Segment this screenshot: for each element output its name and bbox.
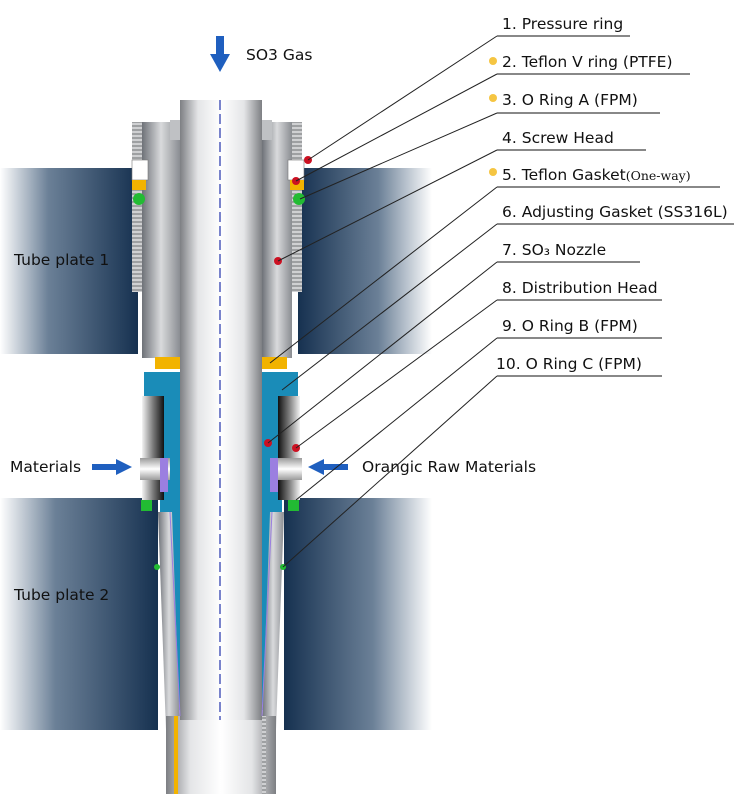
o-ring-c-right: [288, 500, 299, 511]
tube-plate-1-label: Tube plate 1: [13, 251, 109, 269]
screw-head-left: [142, 122, 180, 358]
marker-10-left: [154, 564, 160, 570]
tube-plate-2-left: [0, 498, 158, 730]
screw-head-right: [262, 122, 292, 358]
nozzle-sleeve-right: [262, 512, 284, 730]
legend-item-9: 9. O Ring B (FPM): [502, 317, 638, 335]
bottom-thread-left: [174, 716, 178, 794]
taper-line-right: [261, 511, 273, 717]
teflon-gasket-right: [262, 357, 287, 369]
tube-plate-2-label: Tube plate 2: [13, 586, 109, 604]
o-ring-a-left: [133, 193, 145, 205]
inlet-right-label: Orangic Raw Materials: [362, 458, 536, 476]
thread-left: [132, 122, 142, 292]
nozzle-sleeve-left: [158, 512, 180, 730]
nozzle-entry-left: [170, 120, 180, 140]
legend-item-2: 2. Teflon V ring (PTFE): [502, 53, 673, 71]
inlet-left-label: Materials: [10, 458, 81, 476]
inlet-port-right: [272, 458, 302, 480]
teflon-v-ring-left: [132, 180, 146, 190]
legend-item-4: 4. Screw Head: [502, 129, 614, 147]
so3-nozzle-tube: [180, 100, 262, 720]
right-arrow-icon: [92, 459, 132, 475]
tube-plate-2-right: [284, 498, 432, 730]
legend-dot-2: [489, 57, 497, 65]
tube-plate-1-right: [298, 168, 432, 354]
teflon-gasket-left: [155, 357, 180, 369]
thread-right: [292, 122, 302, 292]
taper-line-left: [169, 511, 181, 717]
legend: 1. Pressure ring 2. Teflon V ring (PTFE)…: [496, 15, 734, 377]
tube-plate-1-left: [0, 168, 138, 354]
nozzle-entry-right: [262, 120, 272, 140]
bottom-tube: [166, 716, 276, 794]
teflon-v-ring-right: [290, 180, 304, 190]
gas-label: SO3 Gas: [246, 46, 312, 64]
left-arrow-icon: [308, 459, 348, 475]
o-ring-b-left: [160, 458, 168, 492]
down-arrow-icon: [210, 36, 230, 72]
legend-dot-3: [489, 94, 497, 102]
pressure-ring-left: [131, 159, 149, 181]
legend-dot-5: [489, 168, 497, 176]
legend-item-1: 1. Pressure ring: [502, 15, 623, 33]
legend-item-10: 10. O Ring C (FPM): [496, 355, 642, 373]
legend-item-5: 5. Teflon Gasket(One-way): [502, 166, 691, 184]
o-ring-c-left: [141, 500, 152, 511]
legend-item-7: 7. SO₃ Nozzle: [502, 241, 606, 259]
bottom-thread-right: [262, 716, 266, 794]
legend-item-6: 6. Adjusting Gasket (SS316L): [502, 203, 728, 221]
o-ring-a-right: [293, 193, 305, 205]
legend-item-3: 3. O Ring A (FPM): [502, 91, 638, 109]
legend-item-8: 8. Distribution Head: [502, 279, 658, 297]
o-ring-b-right: [270, 458, 278, 492]
leader-lines: [267, 35, 498, 568]
